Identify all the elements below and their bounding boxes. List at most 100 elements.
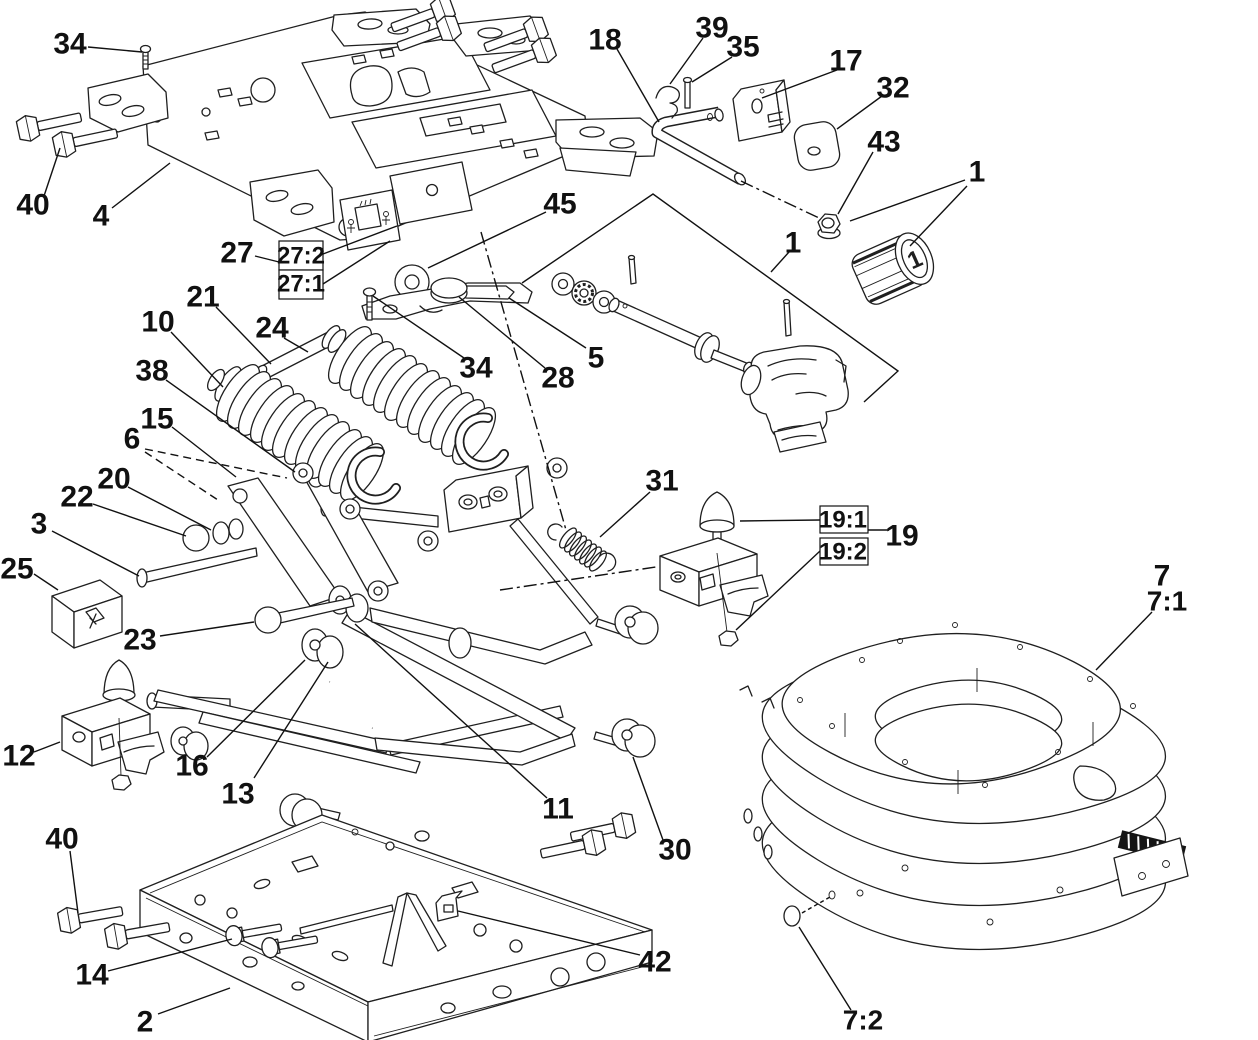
callout-3: 3 <box>31 508 48 541</box>
callout-20: 20 <box>97 463 130 496</box>
leader-line-5 <box>508 297 587 349</box>
small-spring-31 <box>547 523 617 575</box>
callout-31: 31 <box>645 465 678 498</box>
bottom-mount-plate <box>139 814 653 1040</box>
leader-line-34 <box>372 295 465 359</box>
callout-35: 35 <box>726 31 759 64</box>
retainer-clip-39 <box>655 85 680 119</box>
leader-line-12 <box>33 741 61 753</box>
callout-21: 21 <box>186 281 219 314</box>
leader-line-7:2 <box>798 926 852 1011</box>
clip-nut-42 <box>435 890 463 922</box>
leader-line-1 <box>849 179 966 222</box>
fin-bracket <box>382 892 447 967</box>
leader-line-2 <box>157 987 231 1015</box>
callout-32: 32 <box>876 72 909 105</box>
callout-7:2: 7:2 <box>843 1005 883 1036</box>
callout-40: 40 <box>45 823 78 856</box>
leader-line-35 <box>691 56 733 83</box>
ratchet-housing <box>740 345 849 453</box>
indicator-assembly-12 <box>61 659 165 791</box>
callout-19: 19 <box>885 520 918 553</box>
frame-rails <box>146 689 564 774</box>
leader-line-14 <box>107 938 233 972</box>
axis-dash-line <box>801 896 831 914</box>
screw-34-top <box>139 44 152 70</box>
callout-10: 10 <box>141 306 174 339</box>
callout-39: 39 <box>695 12 728 45</box>
guide-block <box>443 465 534 533</box>
leader-line-40 <box>69 850 79 914</box>
callout-box-19:1 <box>819 505 869 534</box>
latch-block-17 <box>732 79 791 142</box>
leader-line-32 <box>836 95 883 130</box>
leader-line-27 <box>254 255 280 263</box>
callout-38: 38 <box>135 355 168 388</box>
leader-line-7:1 <box>1095 611 1153 671</box>
suspension-spring-right-24 <box>320 319 509 472</box>
leader-line-11 <box>354 623 548 799</box>
leader-line-17 <box>761 69 838 99</box>
callout-16: 16 <box>175 750 208 783</box>
dashed-leader-6 <box>144 451 219 501</box>
callout-7:1: 7:1 <box>1147 586 1187 617</box>
callout-45: 45 <box>543 188 576 221</box>
leader-line-31 <box>599 491 651 538</box>
assembly-1-wedge <box>521 193 900 403</box>
plug-7-2 <box>783 890 836 927</box>
bellows-assembly-7 <box>739 622 1189 951</box>
decal-module-27 <box>339 189 401 251</box>
callout-19:1: 19:1 <box>819 507 867 534</box>
leader-line-24 <box>283 337 309 353</box>
callout-13: 13 <box>221 778 254 811</box>
axis-dash-line <box>740 180 820 219</box>
leader-line-16 <box>206 659 306 758</box>
cap-32 <box>793 121 841 171</box>
pivot-pins <box>136 518 355 634</box>
callout-34: 34 <box>459 352 493 385</box>
leader-line-25 <box>33 573 59 591</box>
callout-11: 11 <box>542 793 574 826</box>
callout-4: 4 <box>93 200 110 233</box>
leader-line-27:2 <box>322 225 398 255</box>
leader-line-40 <box>43 147 61 197</box>
callout-22: 22 <box>60 481 93 514</box>
callout-25: 25 <box>0 553 33 586</box>
callout-15: 15 <box>140 403 173 436</box>
callout-12: 12 <box>2 740 35 773</box>
callout-2: 2 <box>137 1006 154 1039</box>
leader-line-30 <box>632 756 664 841</box>
axis-dash-line <box>480 231 567 531</box>
indicator-assembly-19 <box>659 491 769 647</box>
leader-line-43 <box>837 151 874 215</box>
callout-43: 43 <box>867 126 900 159</box>
rollers-30 <box>279 605 659 832</box>
callout-30: 30 <box>658 834 691 867</box>
pin-35 <box>682 76 693 109</box>
top-mount-plate <box>87 8 659 251</box>
leader-line-38 <box>165 379 296 473</box>
dashed-leader-6 <box>144 448 288 479</box>
callout-17: 17 <box>829 45 862 78</box>
leader-line-13 <box>253 661 329 779</box>
callout-7: 7 <box>1154 560 1171 593</box>
leader-line-18 <box>616 48 660 123</box>
leader-line-10 <box>170 331 224 388</box>
pivot-bushings-11 <box>301 580 389 669</box>
leader-line-3 <box>51 530 140 577</box>
snubber-block-25 <box>51 579 123 649</box>
callout-27:2: 27:2 <box>277 243 325 270</box>
callout-1: 1 <box>969 156 986 189</box>
adjuster-lever-18 <box>651 106 747 186</box>
callout-27: 27 <box>220 237 253 270</box>
leader-line-45 <box>427 211 547 269</box>
leader-line-39 <box>669 37 704 85</box>
leader-line-15 <box>171 426 237 478</box>
adjust-knob-1: 1 <box>851 232 935 305</box>
leader-line-28 <box>458 296 546 369</box>
leader-line-19:2 <box>735 550 821 631</box>
callout-6: 6 <box>124 423 141 456</box>
washer-and-shaft-set <box>551 254 792 375</box>
